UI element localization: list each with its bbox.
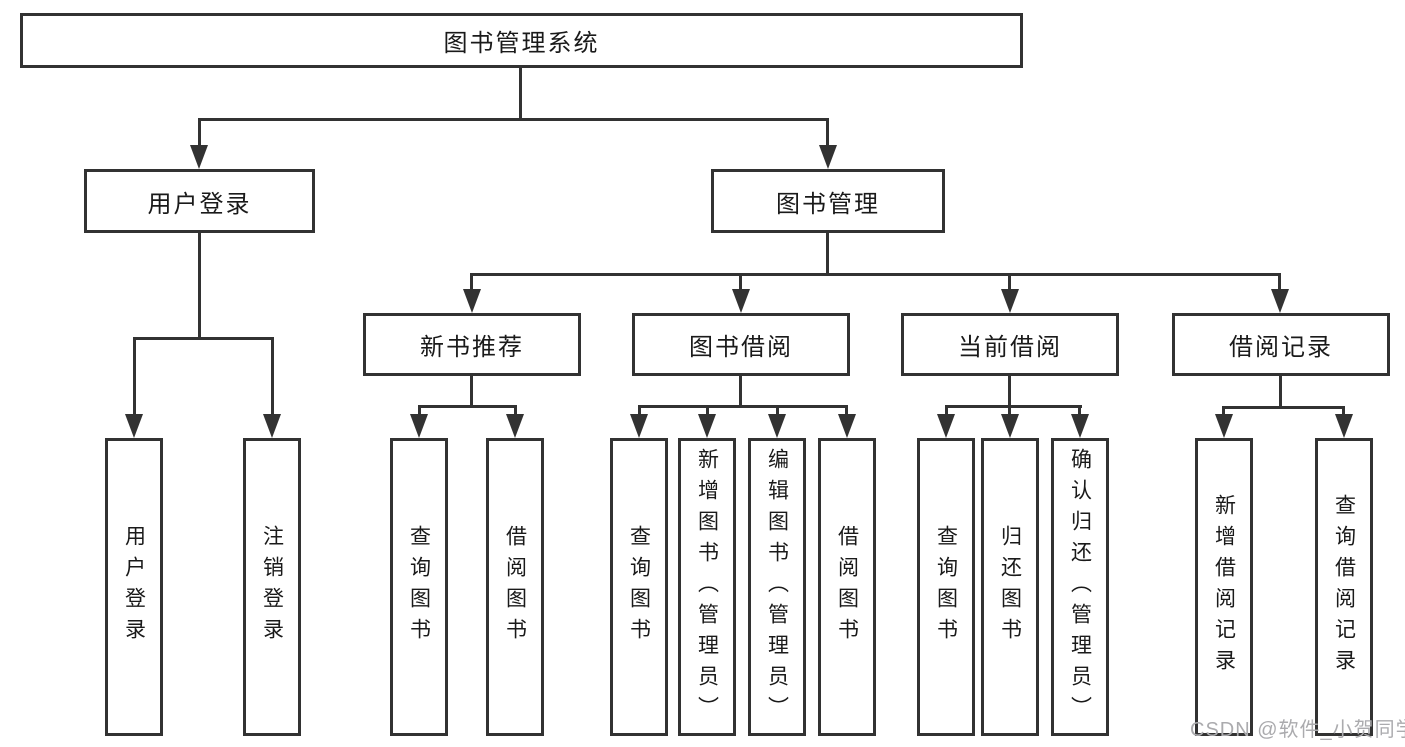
connector-cur-c2-drop	[1008, 405, 1011, 420]
node-book-management-label: 图书管理	[776, 190, 880, 218]
leaf-add-book-admin-label: 新增图书（管理员）	[695, 447, 719, 727]
arrow-rec-c1	[410, 414, 428, 438]
node-library-system: 图书管理系统	[20, 13, 1023, 68]
leaf-confirm-return-admin-label: 确认归还（管理员）	[1068, 447, 1092, 727]
arrow-rec-c2	[506, 414, 524, 438]
node-new-book-recommend-label: 新书推荐	[420, 334, 524, 361]
node-book-borrow-label: 图书借阅	[689, 334, 793, 361]
leaf-borrow-books-recommend: 借阅图书	[486, 438, 544, 736]
connector-borrow-drop	[739, 273, 742, 294]
leaf-edit-book-admin-label: 编辑图书（管理员）	[765, 447, 789, 727]
connector-records-stem	[1279, 376, 1282, 406]
leaf-query-books-current-label: 查询图书	[934, 525, 958, 649]
connector-leaf-login-drop	[133, 337, 136, 420]
connector-cur-c3-drop	[1078, 405, 1081, 420]
connector-records-drop	[1278, 273, 1281, 294]
arrow-to-recommend	[463, 289, 481, 313]
node-current-borrow-label: 当前借阅	[958, 334, 1062, 361]
connector-root-hline	[198, 118, 829, 121]
leaf-query-books-borrow: 查询图书	[610, 438, 668, 736]
connector-current-stem	[1008, 376, 1011, 405]
arrow-bor-c2	[698, 414, 716, 438]
leaf-borrow-books-recommend-label: 借阅图书	[503, 525, 527, 649]
connector-borrow-stem	[739, 376, 742, 405]
connector-recd-c2-drop	[1342, 406, 1345, 420]
arrow-to-book-mgmt	[819, 145, 837, 169]
leaf-edit-book-admin: 编辑图书（管理员）	[748, 438, 806, 736]
connector-bor-c1-drop	[638, 405, 641, 420]
node-current-borrow: 当前借阅	[901, 313, 1119, 376]
leaf-query-books-recommend-label: 查询图书	[407, 525, 431, 649]
leaf-query-books-recommend: 查询图书	[390, 438, 448, 736]
leaf-query-borrow-record-label: 查询借阅记录	[1332, 494, 1356, 680]
arrow-cur-c1	[937, 414, 955, 438]
leaf-query-books-borrow-label: 查询图书	[627, 525, 651, 649]
connector-bor-c3-drop	[776, 405, 779, 420]
connector-mgmt-hline	[470, 273, 1281, 276]
connector-user-stem	[198, 233, 201, 337]
arrow-bor-c1	[630, 414, 648, 438]
csdn-watermark: CSDN @软件_小贺同学	[1190, 719, 1405, 741]
connector-records-hline	[1223, 406, 1345, 409]
leaf-return-books: 归还图书	[981, 438, 1039, 736]
arrow-cur-c2	[1001, 414, 1019, 438]
connector-bor-c2-drop	[706, 405, 709, 420]
leaf-borrow-books-label: 借阅图书	[835, 525, 859, 649]
arrow-cur-c3	[1071, 414, 1089, 438]
connector-current-hline	[945, 405, 1082, 408]
node-library-system-label: 图书管理系统	[443, 30, 600, 57]
arrow-bor-c3	[768, 414, 786, 438]
connector-recd-c1-drop	[1222, 406, 1225, 420]
arrow-to-leaf-login	[125, 414, 143, 438]
leaf-borrow-books: 借阅图书	[818, 438, 876, 736]
connector-recommend-hline	[418, 405, 517, 408]
connector-recommend-drop	[470, 273, 473, 294]
connector-user-hline	[133, 337, 274, 340]
leaf-user-login: 用户登录	[105, 438, 163, 736]
connector-leaf-logout-drop	[271, 337, 274, 420]
leaf-add-borrow-record-label: 新增借阅记录	[1212, 494, 1236, 680]
connector-current-drop	[1008, 273, 1011, 294]
arrow-recd-c1	[1215, 414, 1233, 438]
connector-mgmt-stem	[826, 233, 829, 273]
leaf-logout-label: 注销登录	[260, 525, 284, 649]
node-borrow-records: 借阅记录	[1172, 313, 1390, 376]
node-book-management: 图书管理	[711, 169, 945, 233]
connector-borrow-hline	[638, 405, 848, 408]
leaf-add-book-admin: 新增图书（管理员）	[678, 438, 736, 736]
arrow-to-records	[1271, 289, 1289, 313]
connector-bor-c4-drop	[845, 405, 848, 420]
arrow-bor-c4	[838, 414, 856, 438]
arrow-recd-c2	[1335, 414, 1353, 438]
arrow-to-borrow	[732, 289, 750, 313]
arrow-to-current	[1001, 289, 1019, 313]
leaf-add-borrow-record: 新增借阅记录	[1195, 438, 1253, 736]
node-user-login-label: 用户登录	[147, 190, 252, 218]
leaf-logout: 注销登录	[243, 438, 301, 736]
connector-book-mgmt-drop	[826, 118, 829, 149]
leaf-query-books-current: 查询图书	[917, 438, 975, 736]
arrow-to-leaf-logout	[263, 414, 281, 438]
connector-rec-c2-drop	[514, 405, 517, 420]
connector-user-login-drop	[198, 118, 201, 149]
connector-root-stem	[519, 68, 522, 118]
connector-cur-c1-drop	[945, 405, 948, 420]
node-new-book-recommend: 新书推荐	[363, 313, 581, 376]
leaf-user-login-label: 用户登录	[122, 525, 146, 649]
node-borrow-records-label: 借阅记录	[1229, 334, 1333, 361]
leaf-return-books-label: 归还图书	[998, 525, 1022, 649]
node-book-borrow: 图书借阅	[632, 313, 850, 376]
node-user-login: 用户登录	[84, 169, 315, 233]
leaf-query-borrow-record: 查询借阅记录	[1315, 438, 1373, 736]
arrow-to-user-login	[190, 145, 208, 169]
leaf-confirm-return-admin: 确认归还（管理员）	[1051, 438, 1109, 736]
connector-rec-c1-drop	[418, 405, 421, 420]
connector-recommend-stem	[470, 376, 473, 405]
